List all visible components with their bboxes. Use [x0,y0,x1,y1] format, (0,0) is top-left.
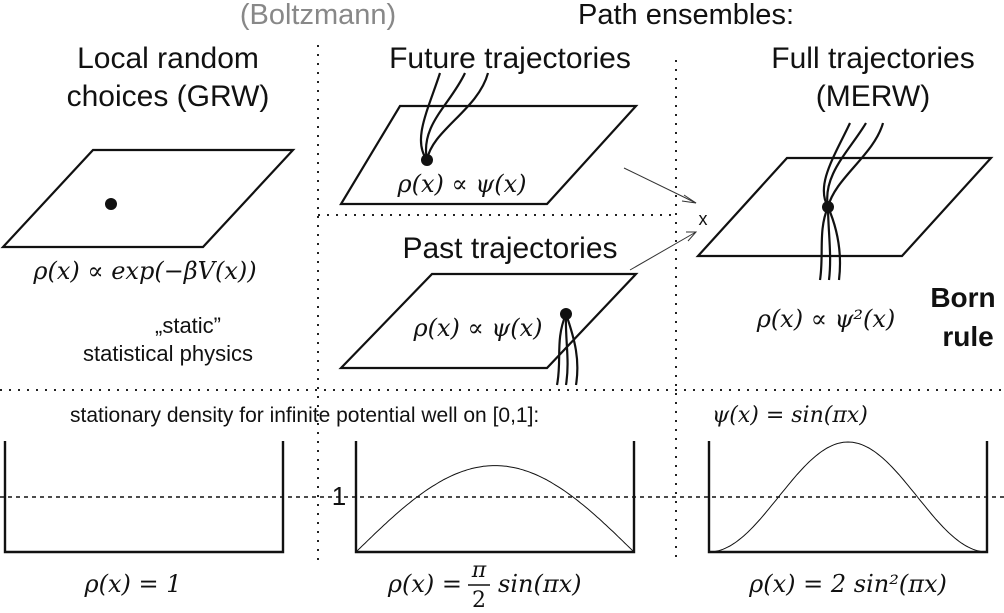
stationary-density-text: stationary density for infinite potentia… [70,404,539,427]
full-particle [822,201,834,213]
right-density-curve [708,441,988,553]
left-density-formula: ρ(x) = 1 [83,570,181,598]
full-trajectory-lines [818,122,885,281]
grw-particle [105,198,117,210]
full-formula: ρ(x) ∝ ψ²(x) [756,305,896,333]
past-to-full-arrow [629,231,697,271]
past-particle [560,308,572,320]
future-plane [339,104,639,206]
grw-formula: ρ(x) ∝ exp(−βV(x)) [32,257,256,285]
middle-fraction-denominator: 2 [472,588,486,613]
past-trajectories-title: Past trajectories [402,232,617,265]
future-trajectory-lines [419,72,490,161]
unit-level-label: 1 [332,481,346,511]
arrows [623,167,698,271]
future-particle [421,154,433,166]
born-label: Born [930,282,995,313]
future-to-full-arrow [623,167,697,204]
statistical-physics-label: statistical physics [83,341,253,366]
past-trajectory-lines [555,313,579,386]
middle-formula-prefix: ρ(x) = [387,570,462,598]
middle-density-formula: ρ(x) = π 2 sin(πx) [387,558,582,613]
right-density-formula: ρ(x) = 2 sin²(πx) [748,570,947,598]
full-plane [695,156,994,258]
future-formula: ρ(x) ∝ ψ(x) [397,170,527,198]
path-ensembles-title: Path ensembles: [578,0,794,31]
middle-density-curve [355,465,635,553]
full-trajectories-title-line2: (MERW) [816,80,930,113]
past-plane [338,272,639,370]
middle-formula-suffix: sin(πx) [498,570,581,598]
local-random-title-line1: Local random [77,42,259,75]
future-trajectories-title: Future trajectories [389,42,631,75]
local-random-title-line2: choices (GRW) [67,80,270,113]
cross-label: x [699,209,708,229]
middle-fraction-numerator: π [471,558,487,583]
grw-plane [0,148,296,249]
separator-lines [0,45,1004,560]
rule-label: rule [942,321,993,352]
static-label: „static” [155,313,221,338]
past-formula: ρ(x) ∝ ψ(x) [413,314,543,342]
psi-formula: ψ(x) = sin(πx) [712,403,868,428]
full-trajectories-title-line1: Full trajectories [771,42,974,75]
boltzmann-label: (Boltzmann) [240,0,396,31]
